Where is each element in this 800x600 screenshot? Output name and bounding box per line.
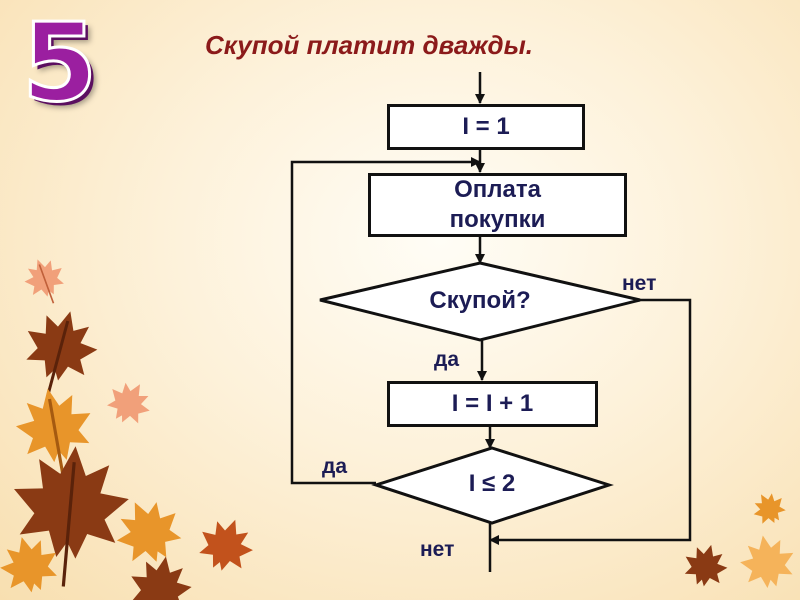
slide-title: Скупой платит дважды. (205, 30, 625, 70)
decision-limit-text: I ≤ 2 (422, 470, 562, 498)
slide-number: 5 (22, 4, 112, 124)
label-greedy-no: нет (622, 272, 656, 296)
increment-text: I = I + 1 (452, 389, 533, 419)
payment-block: Оплата покупки (368, 173, 627, 237)
init-block: I = 1 (387, 104, 585, 150)
label-limit-yes: да (322, 455, 347, 479)
decision-greedy-text: Скупой? (390, 287, 570, 315)
label-limit-no: нет (420, 538, 454, 562)
label-greedy-yes: да (434, 348, 459, 372)
increment-block: I = I + 1 (387, 381, 598, 427)
payment-text-line2: покупки (450, 205, 546, 235)
payment-text-line1: Оплата (454, 175, 541, 205)
init-text: I = 1 (462, 112, 509, 142)
